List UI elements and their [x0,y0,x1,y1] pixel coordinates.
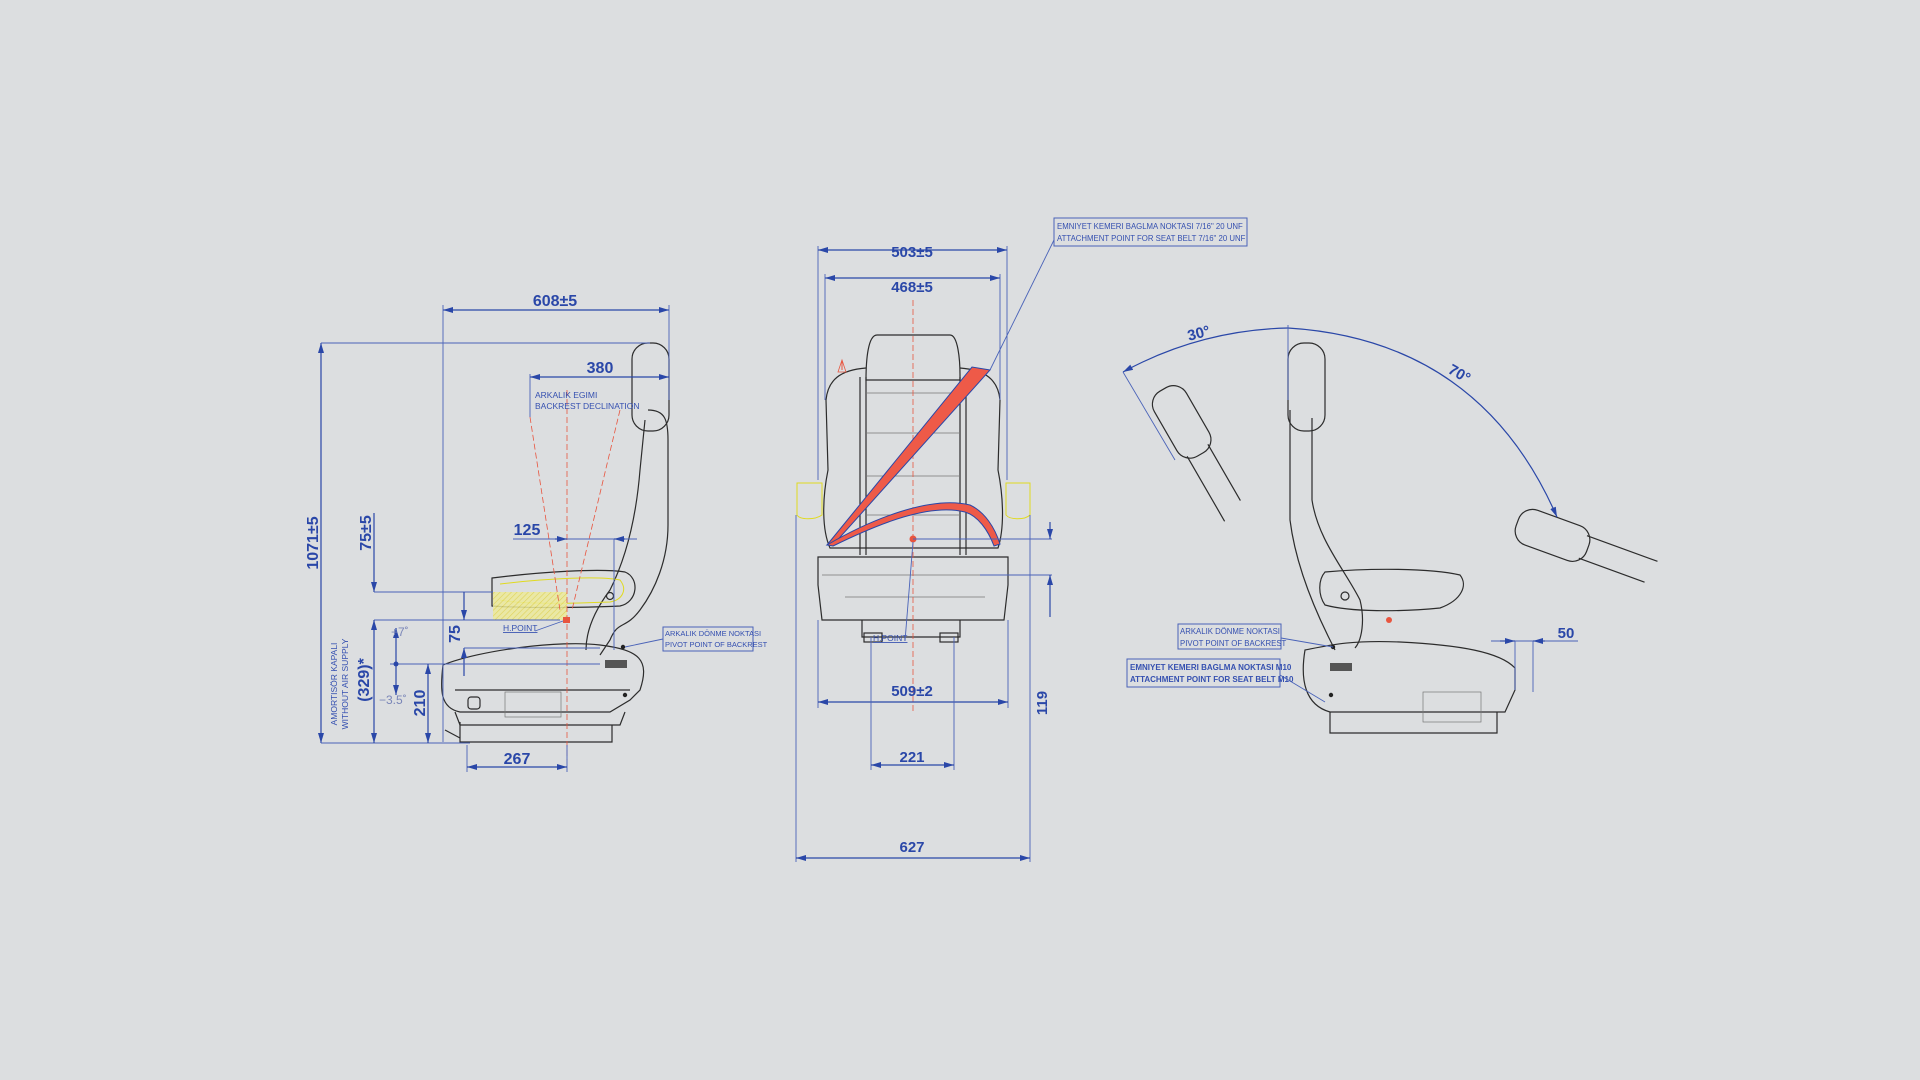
recline-belt-callout-box [1126,658,1281,688]
belt-callout-en: ATTACHMENT POINT FOR SEAT BELT 7/16" 20 … [1057,234,1246,243]
pivot-callout-tr: ARKALIK DÖNME NOKTASI [665,629,761,638]
tilt-down-label: −3.5˚ [379,693,407,707]
recline-view: 30° 70° 50 ARKALIK DÖNME NOKTASI PIVOT P… [1122,323,1658,734]
pivot-callout-en: PIVOT POINT OF BACKREST [665,640,768,649]
dim-base-width: 509±2 [891,683,933,700]
dim-overall-width: 627 [899,839,924,856]
front-seat-outline [796,300,1031,712]
dim-suspension-stroke: (329)* [356,657,373,701]
tilt-up-label: +7˚ [391,625,409,639]
dim-belt-height: 119 [1034,691,1051,715]
recline-pivot-callout-box [1177,623,1282,650]
dim-cushion-extension: 50 [1558,625,1575,642]
dim-base-height: 210 [412,690,429,717]
recline-pivot-callout-en: PIVOT POINT OF BACKREST [1180,639,1287,648]
lap-belt [825,502,1001,547]
recline-pivot-callout-tr: ARKALIK DÖNME NOKTASI [1180,627,1280,636]
dim-height: 1071±5 [305,516,322,569]
dim-hpoint-height: 75 [447,625,464,643]
recline-belt-callout-tr: EMNIYET KEMERI BAGLMA NOKTASI M10 [1130,663,1292,672]
backrest-declination-tr: ARKALIK EGIMI [535,390,597,400]
front-h-point-label: H.POINT [873,633,907,643]
air-note-tr: AMORTISÖR KAPALI [329,643,339,726]
recline-angle-label: 70° [1445,361,1473,387]
dim-backrest-width-outer: 503±5 [891,244,933,261]
dim-base-depth: 267 [504,751,531,768]
side-seat-outline [440,342,670,760]
forward-angle-label: 30° [1186,323,1212,345]
belt-callout-tr: EMNIYET KEMERI BAGLMA NOKTASI 7/16" 20 U… [1057,222,1243,231]
recline-seat-outline [1151,342,1658,734]
backrest-declination-en: BACKREST DECLINATION [535,401,640,411]
dim-hpoint-offset: 125 [514,522,541,539]
side-view: 608±5 1071±5 380 ARKALIK EGIMI BACKREST … [305,293,768,772]
front-view: 503±5 468±5 509±2 627 221 119 H.POINT EM… [795,217,1248,862]
h-point-zone [493,592,567,620]
belt-callout-box [1053,217,1248,247]
dim-rail-spacing: 221 [899,749,924,766]
h-point-label: H.POINT [503,623,537,633]
recline-belt-callout-en: ATTACHMENT POINT FOR SEAT BELT M10 [1130,675,1294,684]
dim-backrest-width-inner: 468±5 [891,279,933,296]
dim-armrest-height: 75±5 [358,515,375,551]
dim-depth: 608±5 [533,293,577,310]
air-note-en: WITHOUT AIR SUPPLY [340,638,350,729]
dim-backrest-offset: 380 [587,360,614,377]
